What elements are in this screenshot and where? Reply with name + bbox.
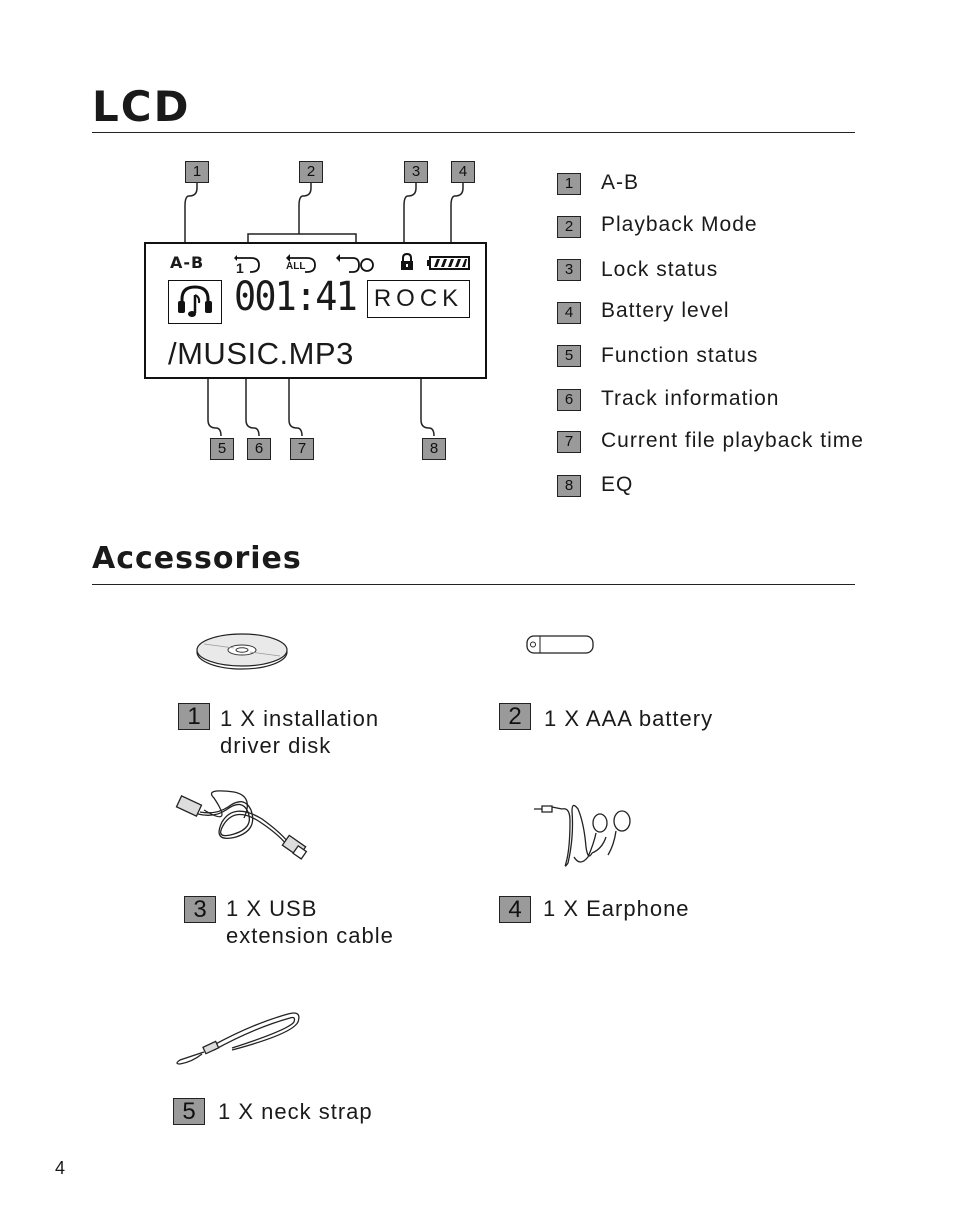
neck-strap-icon (176, 1012, 300, 1065)
accessories-title-rule (92, 584, 855, 585)
legend-num-1: 1 (557, 173, 581, 195)
accessory-num-5: 5 (173, 1098, 205, 1125)
accessory-line2-3: extension cable (226, 923, 394, 948)
accessory-line1-5: 1 X neck strap (218, 1099, 373, 1124)
legend-label-1: A-B (601, 171, 640, 194)
callout-3: 3 (404, 161, 428, 183)
accessory-num-3: 3 (184, 896, 216, 923)
battery-icon (526, 635, 594, 654)
repeat-all-icon: ALL (283, 252, 321, 274)
accessory-line2-1: driver disk (220, 733, 332, 758)
playback-time: 001:41 (234, 274, 358, 320)
callout-6: 6 (247, 438, 271, 460)
accessory-num-1: 1 (178, 703, 210, 730)
lcd-title: LCD (92, 82, 191, 131)
callout-2: 2 (299, 161, 323, 183)
accessory-num-2: 2 (499, 703, 531, 730)
usb-cable-icon (175, 790, 308, 860)
repeat-one-label: 1 (236, 260, 244, 276)
accessory-line1-2: 1 X AAA battery (544, 706, 714, 731)
callout-5: 5 (210, 438, 234, 460)
legend-label-6: Track information (601, 387, 780, 410)
cd-icon (196, 633, 288, 670)
eq-box: ROCK (367, 280, 470, 318)
ab-indicator: A-B (170, 253, 205, 272)
legend-num-4: 4 (557, 302, 581, 324)
lcd-screen: A-B 1 ALL (144, 242, 487, 379)
legend-label-8: EQ (601, 473, 634, 496)
legend-num-3: 3 (557, 259, 581, 281)
accessory-line1-1: 1 X installation (220, 706, 380, 731)
repeat-all-label: ALL (286, 261, 306, 272)
track-info: /MUSIC.MP3 (168, 336, 354, 371)
earphone-icon (534, 804, 631, 867)
repeat-one-icon: 1 (231, 252, 267, 276)
accessory-line1-4: 1 X Earphone (543, 896, 690, 921)
legend-label-4: Battery level (601, 299, 730, 322)
legend-num-8: 8 (557, 475, 581, 497)
legend-num-2: 2 (557, 216, 581, 238)
lock-icon (400, 252, 414, 271)
legend-label-7: Current file playback time (601, 429, 864, 452)
accessories-title: Accessories (92, 541, 302, 576)
accessory-line1-3: 1 X USB (226, 896, 318, 921)
legend-label-5: Function status (601, 344, 759, 367)
callout-1: 1 (185, 161, 209, 183)
accessory-num-4: 4 (499, 896, 531, 923)
page-number: 4 (55, 1158, 66, 1178)
legend-label-2: Playback Mode (601, 213, 758, 236)
shuffle-icon (333, 252, 375, 274)
legend-num-6: 6 (557, 389, 581, 411)
lcd-title-rule (92, 132, 855, 133)
legend-num-5: 5 (557, 345, 581, 367)
legend-num-7: 7 (557, 431, 581, 453)
callout-8: 8 (422, 438, 446, 460)
callout-7: 7 (290, 438, 314, 460)
battery-level-icon (427, 256, 471, 270)
legend-label-3: Lock status (601, 258, 719, 281)
callout-4: 4 (451, 161, 475, 183)
function-status-icon (168, 280, 222, 324)
